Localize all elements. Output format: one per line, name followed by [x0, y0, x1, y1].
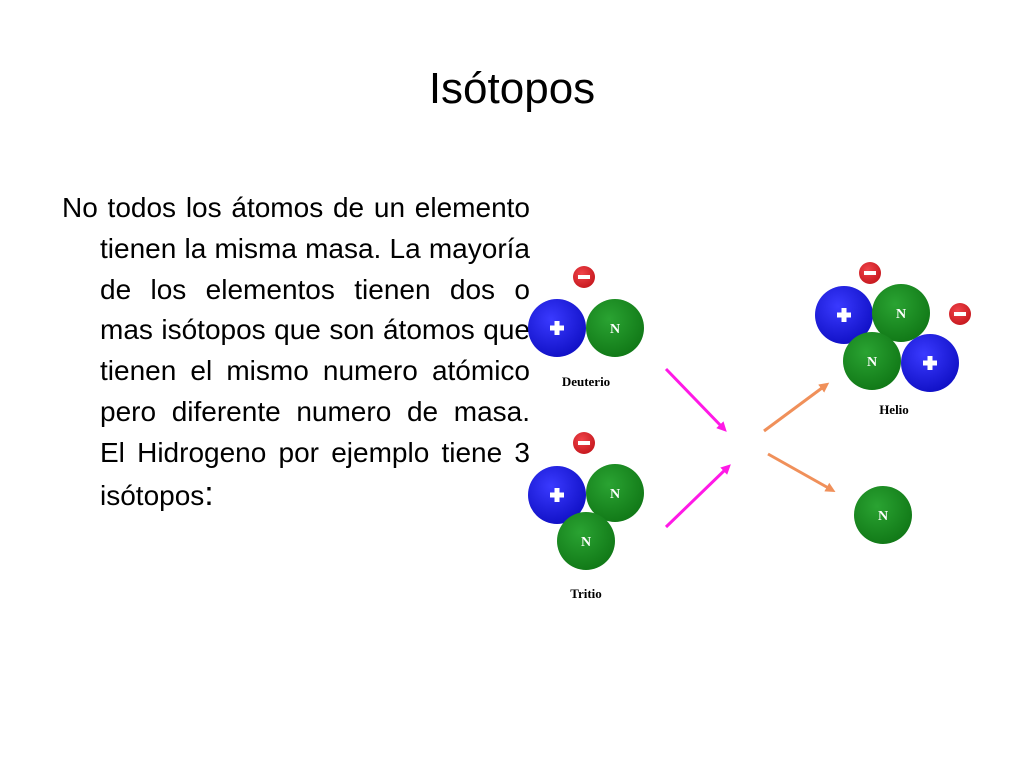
proton-icon	[901, 334, 959, 392]
arrow-neutron-out	[767, 452, 836, 492]
deuterio-atom: N Deuterio	[528, 266, 644, 389]
helio-atom: N N Helio	[815, 262, 971, 417]
tritio-label: Tritio	[570, 586, 602, 601]
neutron-icon: N	[854, 486, 912, 544]
proton-icon	[528, 466, 586, 524]
electron-icon	[859, 262, 881, 284]
arrow-helio-out	[763, 382, 830, 433]
arrow-tritio-in	[664, 464, 731, 529]
electron-icon	[573, 266, 595, 288]
free-neutron: N	[854, 486, 912, 544]
isotope-fusion-diagram: N Deuterio N N Tritio	[528, 262, 971, 601]
neutron-icon: N	[843, 332, 901, 390]
electron-icon	[573, 432, 595, 454]
neutron-symbol: N	[610, 487, 620, 502]
body-text: No todos los átomos de un elemento tiene…	[62, 192, 530, 511]
deuterio-label: Deuterio	[562, 374, 610, 389]
neutron-symbol: N	[867, 355, 877, 370]
neutron-symbol: N	[878, 509, 888, 524]
neutron-symbol: N	[610, 322, 620, 337]
proton-icon	[815, 286, 873, 344]
electron-icon	[949, 303, 971, 325]
neutron-icon: N	[557, 512, 615, 570]
helio-label: Helio	[879, 402, 909, 417]
neutron-icon: N	[872, 284, 930, 342]
neutron-symbol: N	[581, 535, 591, 550]
tritio-atom: N N Tritio	[528, 432, 644, 601]
neutron-symbol: N	[896, 307, 906, 322]
proton-icon	[528, 299, 586, 357]
body-paragraph: No todos los átomos de un elemento tiene…	[62, 188, 530, 516]
slide-title: Isótopos	[428, 64, 596, 113]
neutron-icon: N	[586, 464, 644, 522]
neutron-icon: N	[586, 299, 644, 357]
arrow-deuterio-in	[664, 367, 727, 432]
body-colon: :	[204, 474, 214, 513]
